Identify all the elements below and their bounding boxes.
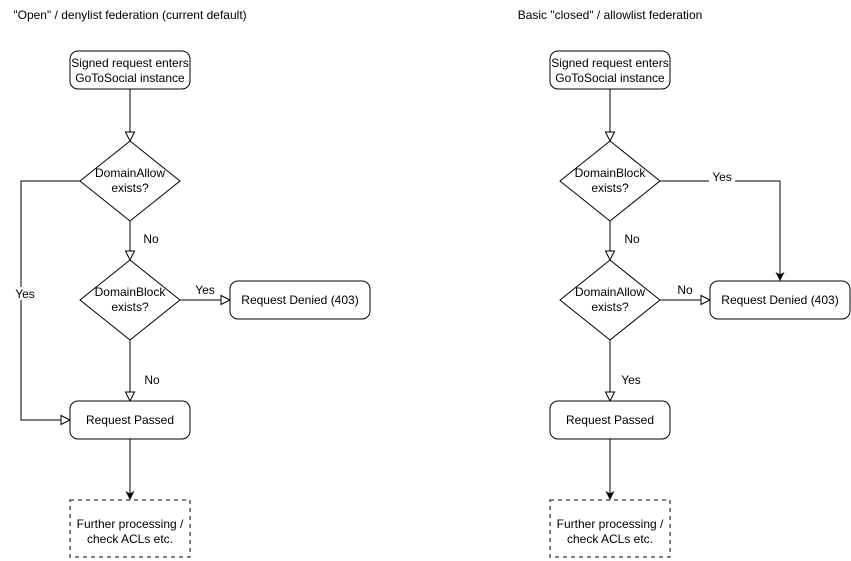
decision-text-line1: DomainBlock	[575, 166, 647, 180]
node-request-denied: Request Denied (403)	[709, 280, 851, 320]
edge-label-background	[12, 287, 38, 300]
start-text-line2: GoToSocial instance	[75, 71, 185, 85]
start-box	[549, 50, 671, 90]
edge-label-no: No	[624, 232, 640, 246]
decision-diamond	[79, 259, 181, 341]
decision-text-line1: DomainBlock	[95, 285, 167, 299]
edge-label-no: No	[143, 232, 159, 246]
node-decision-domainblock: DomainBlock exists?	[559, 140, 661, 222]
edge-label-yes: Yes	[15, 287, 35, 301]
node-further-processing: Further processing / check ACLs etc.	[69, 499, 191, 558]
denied-text: Request Denied (403)	[721, 293, 838, 307]
node-further-processing: Further processing / check ACLs etc.	[549, 499, 671, 558]
denied-box	[229, 280, 371, 320]
denied-text: Request Denied (403)	[241, 293, 358, 307]
decision-text-line1: DomainAllow	[575, 285, 645, 299]
start-text-line1: Signed request enters	[551, 56, 668, 70]
further-box	[549, 499, 671, 558]
flowchart-open-denylist: "Open" / denylist federation (current de…	[12, 8, 371, 558]
decision-text-line1: DomainAllow	[95, 166, 165, 180]
denied-box	[709, 280, 851, 320]
decision-text-line2: exists?	[591, 181, 629, 195]
start-text-line2: GoToSocial instance	[555, 71, 665, 85]
decision-diamond	[559, 140, 661, 222]
diagram-title: Basic "closed" / allowlist federation	[518, 8, 703, 22]
decision-text-line2: exists?	[591, 300, 629, 314]
node-decision-domainallow: DomainAllow exists?	[79, 140, 181, 222]
diagram-title: "Open" / denylist federation (current de…	[13, 8, 246, 22]
passed-box	[549, 400, 671, 440]
node-start: Signed request enters GoToSocial instanc…	[69, 50, 191, 90]
edge-label-yes: Yes	[712, 170, 732, 184]
further-text-line1: Further processing /	[557, 517, 664, 531]
node-start: Signed request enters GoToSocial instanc…	[549, 50, 671, 90]
passed-text: Request Passed	[566, 413, 654, 427]
node-request-passed: Request Passed	[69, 400, 191, 440]
edge-domainblock-yes-to-denied	[660, 180, 785, 281]
edge-label-no: No	[144, 373, 160, 387]
decision-diamond	[559, 259, 661, 341]
further-text-line1: Further processing /	[77, 517, 184, 531]
decision-diamond	[79, 140, 181, 222]
node-request-passed: Request Passed	[549, 400, 671, 440]
further-box	[69, 499, 191, 558]
node-decision-domainallow: DomainAllow exists?	[559, 259, 661, 341]
flowchart-closed-allowlist: Basic "closed" / allowlist federation Ye…	[518, 8, 851, 558]
further-text-line2: check ACLs etc.	[87, 532, 173, 546]
edge-label-no: No	[677, 283, 693, 297]
node-decision-domainblock: DomainBlock exists?	[79, 259, 181, 341]
decision-text-line2: exists?	[111, 300, 149, 314]
decision-text-line2: exists?	[111, 181, 149, 195]
start-box	[69, 50, 191, 90]
edge-domainallow-yes-to-passed	[20, 180, 80, 426]
edge-label-yes: Yes	[195, 283, 215, 297]
start-text-line1: Signed request enters	[71, 56, 188, 70]
node-request-denied: Request Denied (403)	[229, 280, 371, 320]
passed-box	[69, 400, 191, 440]
edge-label-background	[709, 171, 735, 184]
further-text-line2: check ACLs etc.	[567, 532, 653, 546]
passed-text: Request Passed	[86, 413, 174, 427]
edge-label-yes: Yes	[621, 373, 641, 387]
